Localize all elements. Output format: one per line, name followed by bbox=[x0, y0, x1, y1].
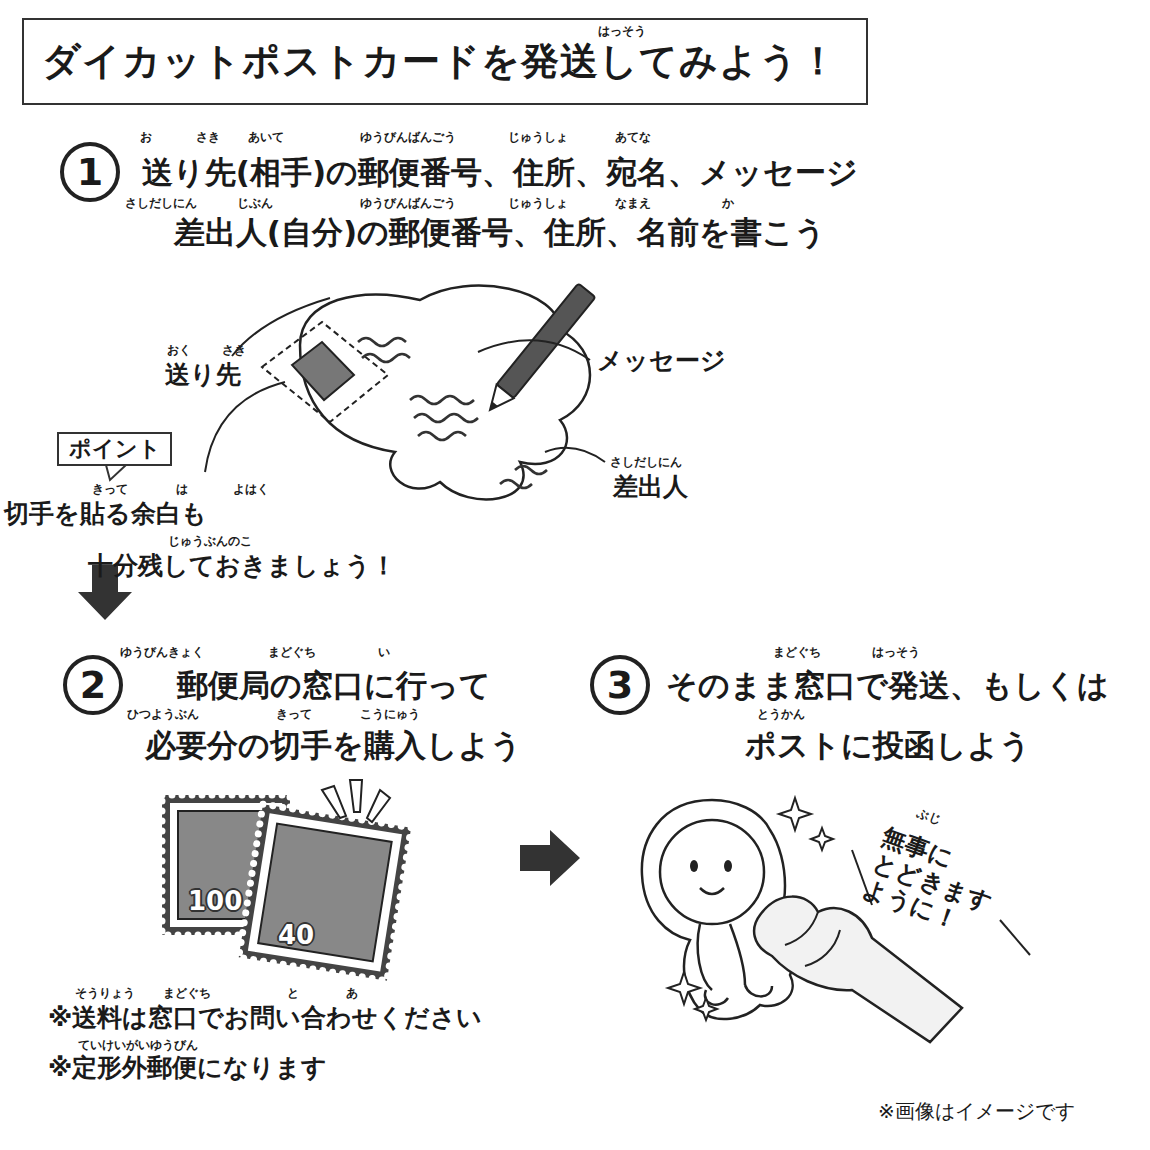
stamp-edge bbox=[239, 804, 411, 981]
note-text: ※送料は窓口でお問い合わせください bbox=[48, 1003, 482, 1033]
character-eye bbox=[690, 860, 698, 872]
sender-squiggle bbox=[500, 480, 532, 488]
furigana: ゆうびんばんごう bbox=[360, 196, 456, 210]
leader-line bbox=[205, 382, 285, 472]
stamp-value: 40 bbox=[278, 920, 314, 950]
motion-line bbox=[1000, 920, 1030, 955]
speech-text: 無事に とどきます ように！ bbox=[859, 822, 1012, 946]
sparkle bbox=[779, 798, 811, 830]
furigana: じぶん bbox=[237, 196, 273, 210]
furigana: じゅうしょ bbox=[508, 130, 568, 144]
furigana: きって bbox=[276, 707, 312, 721]
message-squiggle bbox=[410, 396, 474, 404]
title-box: ダイカットポストカードを発送してみよう！ bbox=[22, 18, 868, 105]
character-eye bbox=[724, 860, 732, 872]
stamp-area-dashed bbox=[262, 322, 388, 422]
point-note: 切手を貼る余白も 十分残しておきましょう！ bbox=[4, 488, 508, 592]
furigana: よはく bbox=[233, 482, 269, 496]
furigana: ゆうびんばんごう bbox=[360, 130, 456, 144]
callout-tail bbox=[106, 465, 126, 480]
message-squiggle bbox=[362, 354, 410, 362]
hand-finger bbox=[785, 912, 840, 966]
furigana: さしだしにん bbox=[610, 455, 682, 469]
title-text: ダイカットポストカードを発送してみよう！ bbox=[42, 36, 838, 87]
furigana: か bbox=[722, 196, 734, 210]
stamp bbox=[239, 804, 411, 981]
furigana: じゅうしょ bbox=[508, 196, 568, 210]
character-body bbox=[698, 924, 745, 990]
furigana: なまえ bbox=[615, 196, 651, 210]
furigana: お bbox=[140, 130, 152, 144]
character-foot bbox=[745, 985, 772, 996]
point-box: ポイント bbox=[57, 432, 172, 466]
furigana: ていけいがいゆうびん bbox=[78, 1038, 198, 1052]
furigana: あ bbox=[346, 986, 358, 1000]
furigana: まどぐち bbox=[773, 645, 821, 659]
furigana: ぶじ bbox=[915, 806, 942, 827]
sparkle bbox=[668, 972, 700, 1004]
step-number-circle: 2郵便局の窓口に行って 必要分の切手を購入しよう bbox=[63, 655, 123, 715]
callout-label: 差出人 bbox=[613, 472, 688, 502]
step-heading: そのまま窓口で発送、もしくは ポストに投函しよう bbox=[655, 655, 1120, 775]
pencil-tip bbox=[487, 401, 498, 412]
furigana: さしだしにん bbox=[125, 196, 197, 210]
message-squiggle bbox=[414, 414, 478, 422]
furigana: さき bbox=[222, 343, 246, 357]
point-label: ポイント bbox=[69, 436, 161, 461]
furigana: さき bbox=[196, 130, 220, 144]
furigana: まどぐち bbox=[163, 986, 211, 1000]
furigana: そうりょう bbox=[75, 986, 135, 1000]
step-number: 1 bbox=[64, 146, 116, 198]
flow-arrow-right bbox=[520, 830, 580, 886]
furigana: と bbox=[287, 986, 299, 1000]
emphasis-mark bbox=[367, 790, 390, 822]
stamp-area-fill bbox=[292, 342, 354, 400]
sparkle bbox=[811, 828, 833, 850]
callout-label: メッセージ bbox=[597, 346, 726, 376]
stamp-picture bbox=[258, 824, 392, 962]
furigana: まどぐち bbox=[268, 645, 316, 659]
character-smile bbox=[700, 888, 724, 894]
furigana: きって bbox=[92, 482, 128, 496]
callout-label: 送り先 bbox=[165, 360, 241, 390]
step-number: 2 bbox=[67, 659, 119, 711]
step-number-circle: 3そのまま窓口で発送、もしくは ポストに投函しよう bbox=[590, 655, 650, 715]
furigana: じゅうぶんのこ bbox=[168, 534, 252, 548]
furigana: あいて bbox=[248, 130, 284, 144]
sparkle bbox=[695, 998, 717, 1020]
note-text: ※定形外郵便になります bbox=[48, 1053, 327, 1083]
furigana: ゆうびんきょく bbox=[120, 645, 204, 659]
furigana: い bbox=[378, 645, 390, 659]
emphasis-mark bbox=[350, 780, 362, 812]
leader-line bbox=[545, 448, 605, 462]
character-head bbox=[660, 820, 764, 924]
step-number-circle: 1送り先(相手)の郵便番号、住所、宛名、メッセージ 差出人(自分)の郵便番号、住… bbox=[60, 142, 120, 202]
stamp-paper bbox=[248, 813, 402, 971]
emphasis-mark bbox=[322, 786, 346, 818]
leader-line bbox=[232, 298, 330, 356]
furigana: はっそう bbox=[598, 24, 646, 38]
furigana: はっそう bbox=[872, 645, 920, 659]
furigana: とうかん bbox=[757, 707, 805, 721]
caption-text: ※画像はイメージです bbox=[878, 1098, 1075, 1125]
furigana: こうにゅう bbox=[360, 707, 420, 721]
sender-squiggle bbox=[515, 466, 547, 474]
leader-line bbox=[478, 340, 590, 360]
message-squiggle bbox=[358, 338, 406, 346]
postcard-shape bbox=[300, 286, 590, 500]
furigana: ひつようぶん bbox=[127, 707, 199, 721]
furigana: おく bbox=[167, 343, 191, 357]
step-number: 3 bbox=[594, 659, 646, 711]
pencil-wood bbox=[481, 384, 513, 416]
pencil bbox=[481, 283, 595, 417]
stamp-perforation bbox=[239, 804, 411, 981]
stamp-value: 100 bbox=[188, 886, 242, 916]
furigana: あてな bbox=[615, 130, 651, 144]
furigana: は bbox=[176, 482, 188, 496]
message-squiggle bbox=[418, 432, 466, 440]
